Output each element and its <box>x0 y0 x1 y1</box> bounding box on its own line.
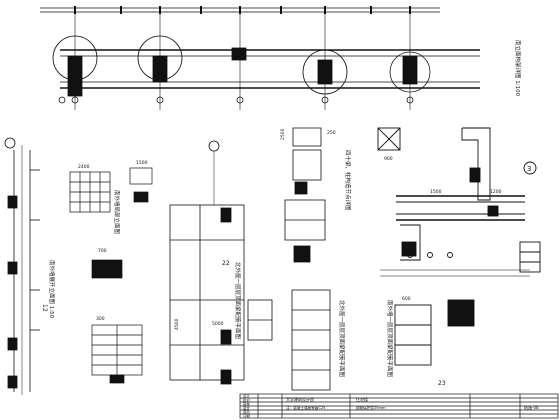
tb-row-1: 设计 <box>243 394 250 399</box>
marker-3: 3 <box>527 165 531 173</box>
tb-row-4: 审定 <box>243 406 250 411</box>
plan-title-c: 南外墙一层层顶面梁配筋平面图 <box>386 300 394 378</box>
dim-250: 250 <box>327 130 336 136</box>
tb-company: 大学建筑设计院 <box>286 396 314 402</box>
dim-1500-right: 1500 <box>430 189 442 195</box>
center-plan <box>169 140 245 385</box>
tb-row-6: 日期 <box>243 414 250 419</box>
left-wall-strip <box>4 137 40 395</box>
title-block-text: 设计 校对 审核 审定 项目 日期 大学建筑设计院 住宅楼 注：混凝土强度等级C… <box>243 394 539 419</box>
tb-drawing-no: 结施-08 <box>524 404 539 410</box>
top-dim-ticks <box>74 6 411 14</box>
tb-row-2: 校对 <box>243 398 250 403</box>
dim-5000: 5000 <box>212 321 224 327</box>
tb-note-2: 钢筋保护层25mm <box>356 405 386 410</box>
wall-detail <box>69 167 153 213</box>
dim-900: 900 <box>384 156 393 162</box>
stair-detail <box>91 259 143 384</box>
marker-21: 22 <box>222 260 230 267</box>
marker-23: 23 <box>438 380 446 387</box>
dim-600: 600 <box>402 296 411 302</box>
right-assembly <box>377 127 541 366</box>
plan-title-a: 北外屋一层层顶面梁配筋平面图 <box>234 262 242 340</box>
title-block <box>239 393 559 419</box>
marker-12: 12 <box>41 304 48 312</box>
plan-title-b: 北外屋一层层顶面梁配筋平面图 <box>338 300 346 378</box>
tb-note-1: 注：混凝土强度等级C25 <box>286 405 325 410</box>
section-details <box>247 127 331 391</box>
section-title: 四十梁、柱构造节点详图 <box>344 150 352 211</box>
wall-detail-title: 南外墙局部立面图 <box>113 190 121 235</box>
dim-4500: 4500 <box>174 318 180 330</box>
dim-1200: 1200 <box>490 189 502 195</box>
dim-700: 700 <box>98 248 107 254</box>
wall-unfold-title: 南外墙展开立面图 1:50 <box>48 260 56 319</box>
dim-1500: 1500 <box>136 160 148 166</box>
tb-row-5: 项目 <box>243 411 250 415</box>
top-elevation <box>40 7 480 110</box>
tb-project: 住宅楼 <box>356 396 368 402</box>
tb-row-3: 审核 <box>243 402 250 407</box>
elevation-title: 南立面构架详图 1:100 <box>514 40 522 97</box>
dim-2400: 2400 <box>78 164 90 170</box>
dim-300: 300 <box>96 316 105 322</box>
dim-2500: 2500 <box>280 128 286 140</box>
